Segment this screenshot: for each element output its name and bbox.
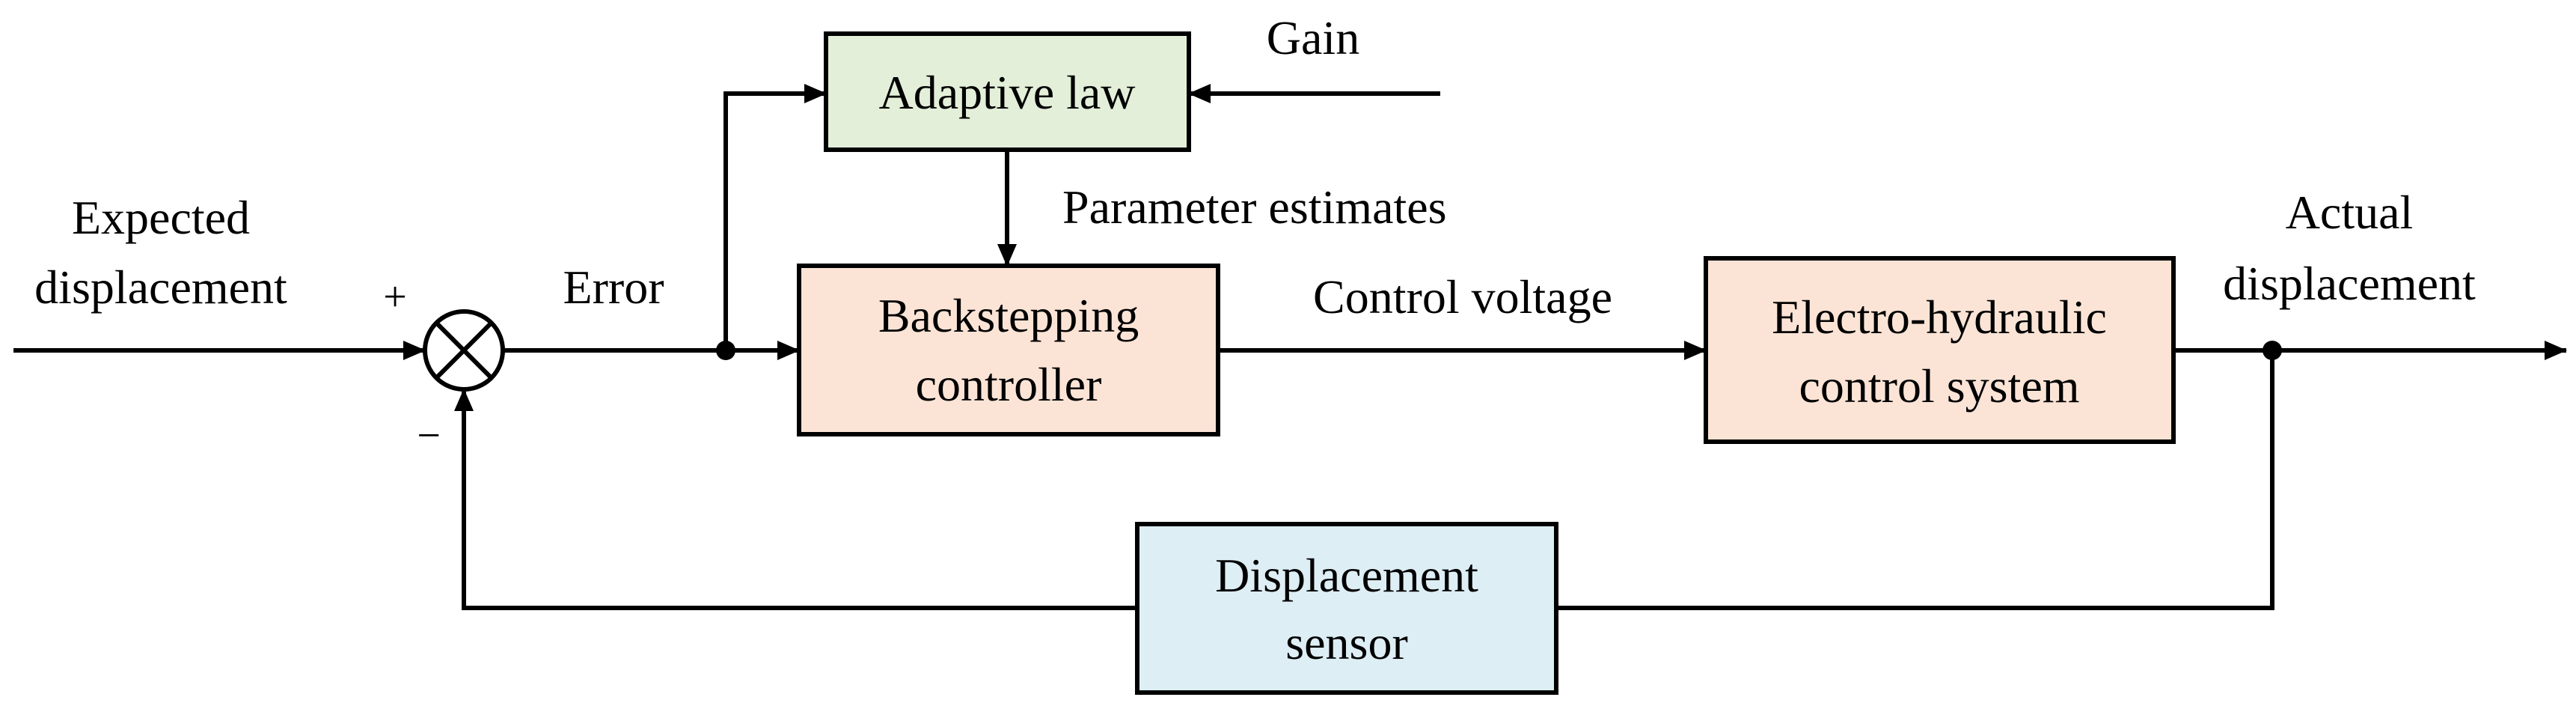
feedback-to-sensor-wire [1556, 350, 2274, 610]
sensor-label-line2: sensor [1285, 616, 1408, 669]
control-voltage-label: Control voltage [1313, 270, 1612, 323]
plant-label-line1: Electro-hydraulic [1772, 290, 2107, 344]
gain-label: Gain [1267, 11, 1359, 64]
minus-sign: − [417, 413, 441, 459]
adaptive-law-block: Adaptive law [824, 31, 1191, 152]
displacement-sensor-block: Displacement sensor [1135, 522, 1558, 695]
actual-displacement-label-line2: displacement [2223, 257, 2476, 310]
error-label: Error [563, 261, 664, 314]
sensor-label-line1: Displacement [1215, 549, 1478, 602]
parameter-estimates-label: Parameter estimates [1062, 180, 1447, 234]
expected-displacement-label-line2: displacement [34, 261, 287, 314]
controller-label-line2: controller [916, 358, 1102, 411]
error-branch-dot [716, 341, 735, 360]
adaptive-law-label: Adaptive law [879, 66, 1136, 119]
controller-label-line1: Backstepping [878, 289, 1139, 342]
actual-displacement-label-line1: Actual [2286, 186, 2414, 239]
electro-hydraulic-block: Electro-hydraulic control system [1704, 256, 2176, 444]
error-to-adaptive-arrow [723, 84, 827, 350]
backstepping-controller-block: Backstepping controller [797, 264, 1220, 436]
plant-label-line2: control system [1799, 359, 2079, 413]
feedback-to-junction-arrow [454, 389, 1137, 610]
expected-displacement-label-line1: Expected [72, 191, 250, 244]
plus-sign: + [383, 274, 407, 320]
summing-junction [423, 309, 505, 392]
